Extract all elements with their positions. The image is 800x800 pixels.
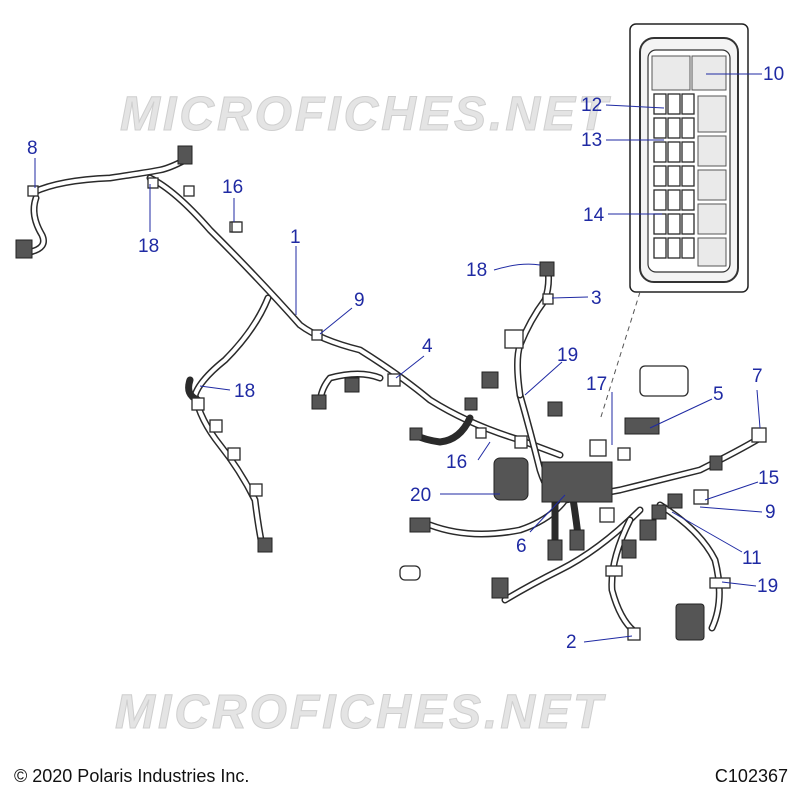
clip [227, 447, 241, 461]
connector [257, 537, 273, 553]
callout-11: 11 [742, 548, 762, 569]
callout-18-left: 18 [138, 236, 159, 257]
clip [693, 489, 709, 505]
relay [617, 447, 631, 461]
callout-15: 15 [758, 468, 779, 489]
callout-18-top: 18 [466, 260, 487, 281]
inset-reference-line [599, 291, 641, 421]
connector [547, 401, 563, 417]
connector [409, 517, 431, 533]
connector [491, 577, 509, 599]
connector [311, 394, 327, 410]
callout-10: 10 [763, 64, 784, 85]
connector [183, 185, 195, 197]
clip [627, 627, 641, 641]
clip [147, 177, 159, 189]
harness-components [15, 145, 767, 641]
callout-9-left: 9 [354, 290, 365, 311]
connector [464, 397, 478, 411]
part-5-module [639, 365, 689, 397]
watermark-top: MICROFICHES.NET [120, 88, 611, 141]
callout-4: 4 [422, 336, 433, 357]
fuse-column [653, 93, 695, 259]
callout-20: 20 [410, 485, 431, 506]
clip [514, 435, 528, 449]
callout-3: 3 [591, 288, 602, 309]
connector [675, 603, 705, 641]
callout-12: 12 [581, 95, 602, 116]
connector [709, 455, 723, 471]
callout-16-bottom: 16 [446, 452, 467, 473]
callout-6: 6 [516, 536, 527, 557]
clip [249, 483, 263, 497]
callout-7: 7 [752, 366, 763, 387]
connector [667, 493, 683, 509]
part-20-component [493, 457, 529, 501]
clip [599, 507, 615, 523]
callout-9-right: 9 [765, 502, 776, 523]
fuse-box-detail-inset [629, 23, 749, 293]
clip [191, 397, 205, 411]
leader-lines [34, 73, 763, 643]
callout-18-middle: 18 [234, 381, 255, 402]
callout-13: 13 [581, 130, 602, 151]
callout-16-top: 16 [222, 177, 243, 198]
connector [409, 427, 423, 441]
callout-2: 2 [566, 632, 577, 653]
callout-19-bottom: 19 [757, 576, 778, 597]
clip [27, 185, 39, 197]
power-distribution-module [541, 461, 613, 503]
connector-end [177, 145, 193, 165]
callout-17: 17 [586, 374, 607, 395]
connector [344, 377, 360, 393]
callout-1: 1 [290, 227, 301, 248]
part-16-clip [231, 221, 243, 233]
watermark-bottom: MICROFICHES.NET [115, 686, 606, 739]
clip [311, 329, 323, 341]
callout-5: 5 [713, 384, 724, 405]
connector [651, 504, 667, 520]
connector-end [15, 239, 33, 259]
connector [569, 529, 585, 551]
part-16-clip [475, 427, 487, 439]
connector [481, 371, 499, 389]
clip [209, 419, 223, 433]
connector [547, 539, 563, 561]
connector [539, 261, 555, 277]
callout-8: 8 [27, 138, 38, 159]
connector [589, 439, 607, 457]
part-5-label-plate [624, 417, 660, 435]
clip [751, 427, 767, 443]
connector [621, 539, 637, 559]
copyright-notice: © 2020 Polaris Industries Inc. [14, 766, 250, 786]
clip [605, 565, 623, 577]
grommet [399, 565, 421, 581]
callout-19-top: 19 [557, 345, 578, 366]
connector [639, 519, 657, 541]
clip [542, 293, 554, 305]
callout-numbers: 1 2 3 4 5 6 7 8 9 9 10 11 12 13 14 15 16… [27, 64, 784, 653]
connector [504, 329, 524, 349]
callout-14: 14 [583, 205, 605, 226]
diagram-id: C102367 [714, 766, 788, 786]
